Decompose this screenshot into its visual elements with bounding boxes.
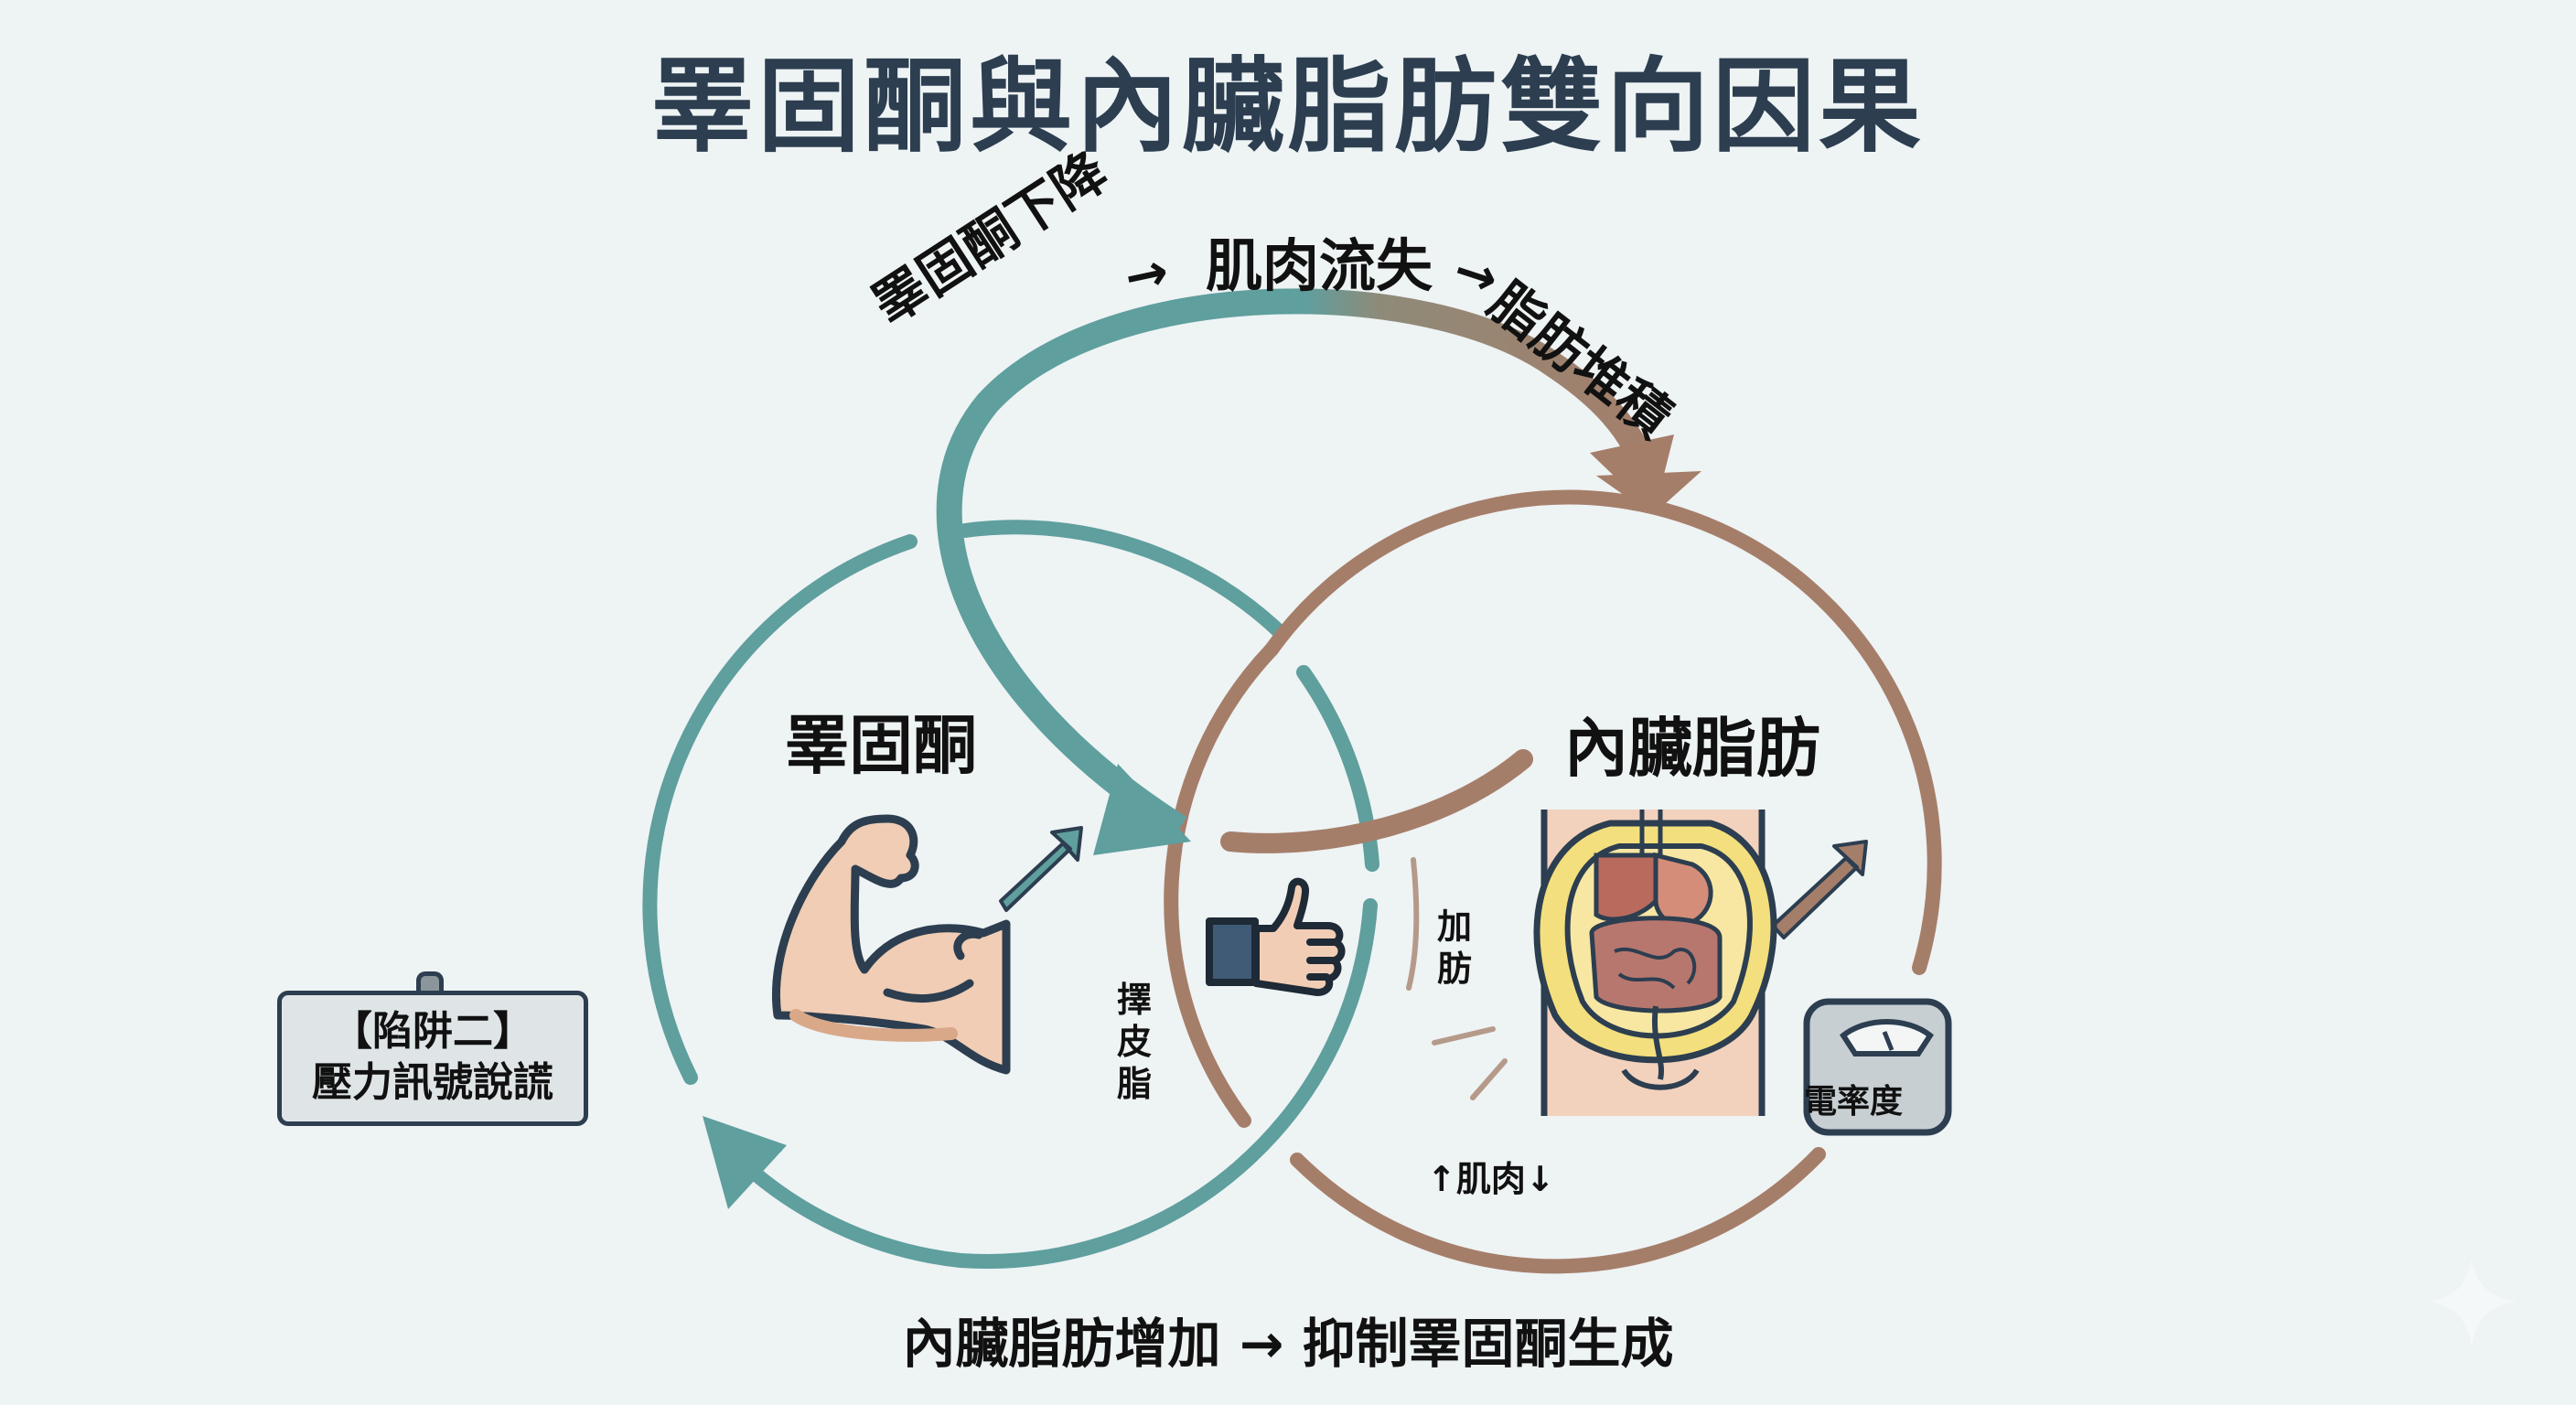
trap-box-line2: 壓力訊號說謊 xyxy=(312,1059,553,1106)
testosterone-cycle-circle xyxy=(642,520,1379,1269)
testosterone-label: 睪固酮 xyxy=(785,708,977,783)
sparkle-icon xyxy=(2429,1260,2517,1346)
increase-arrow-icon xyxy=(999,826,1083,912)
top-flow-part2: 肌肉流失 xyxy=(1206,232,1433,299)
abdomen-organs-icon xyxy=(1533,810,1777,1116)
right-note-line1: 加 xyxy=(1436,906,1472,947)
bottom-flow-text: 內臟脂肪增加 → 抑制睪固酮生成 xyxy=(902,1313,1674,1375)
trap-box-line1: 【陷阱二】 xyxy=(332,1008,533,1055)
visceral-fat-cycle-circle xyxy=(1164,489,1942,1274)
flexed-bicep-icon xyxy=(772,814,1011,1075)
trap-box-text: 【陷阱二】 壓力訊號說謊 xyxy=(282,995,584,1109)
left-note: 擇 皮脂 xyxy=(1107,979,1162,1105)
right-note: 加 肪 xyxy=(1432,906,1477,990)
trap-box: 【陷阱二】 壓力訊號說謊 xyxy=(277,991,588,1126)
fat-increase-arrow-icon xyxy=(1771,840,1868,939)
top-flow-text: 睪固酮下降 → 肌肉流失 → 脂肪堆積 xyxy=(0,0,2576,457)
trap-box-clip xyxy=(416,971,444,993)
top-flow-part3: 脂肪堆積 xyxy=(1477,270,1683,450)
visceral-fat-label: 內臟脂肪 xyxy=(1564,711,1820,786)
thumbs-up-icon xyxy=(1206,877,1346,996)
page-title: 睪固酮與內臟脂肪雙向因果 xyxy=(651,48,1925,166)
top-flow-arrow1: → xyxy=(1119,241,1175,309)
scale-label: 電率度 xyxy=(1804,1083,1904,1121)
top-flow-part1: 睪固酮下降 xyxy=(862,139,1119,337)
motion-lines xyxy=(1406,857,1508,1100)
muscle-change-note: ↑肌肉↓ xyxy=(1427,1159,1555,1199)
top-causal-arrow xyxy=(936,288,1661,839)
brown-inner-curve xyxy=(1220,749,1533,853)
left-note-line2: 皮脂 xyxy=(1116,1022,1152,1104)
scale-icon xyxy=(1803,998,1952,1136)
left-note-line1: 擇 xyxy=(1116,980,1152,1020)
right-note-line2: 肪 xyxy=(1436,949,1472,989)
